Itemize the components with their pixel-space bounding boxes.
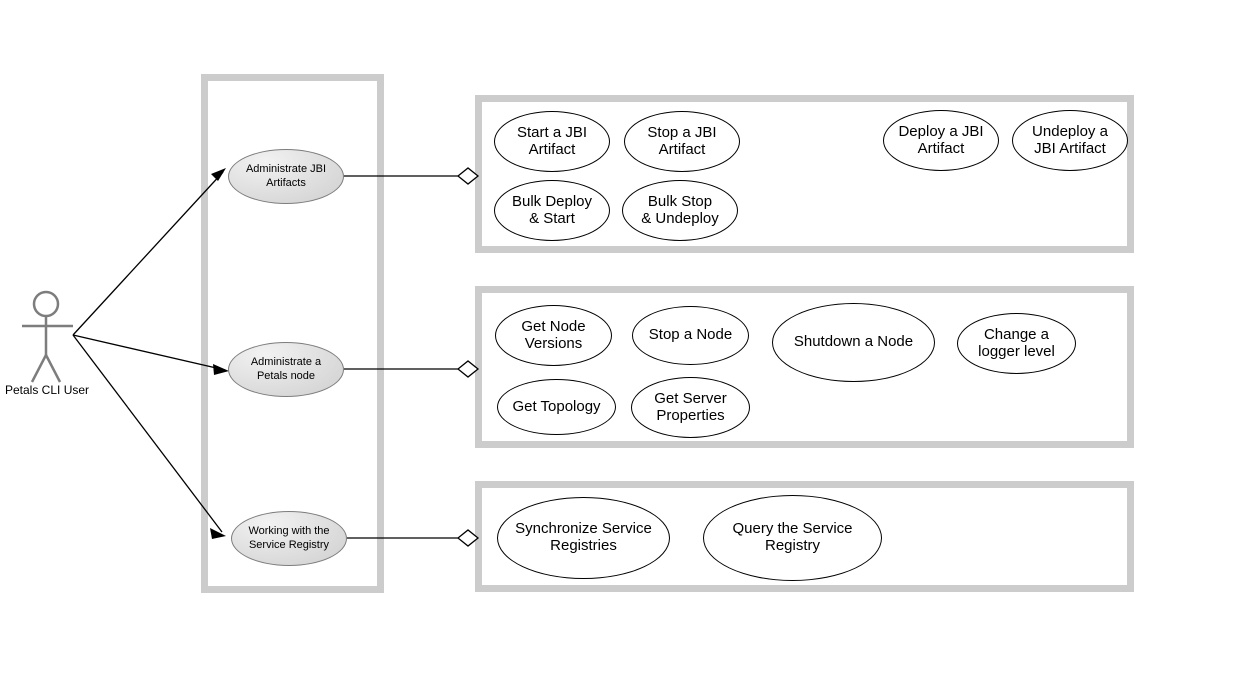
use-case-label: Stop a Node <box>648 326 733 344</box>
use-case-stop-a-node[interactable]: Stop a Node <box>632 306 749 365</box>
use-case-bulk-stop-and-undeploy[interactable]: Bulk Stop & Undeploy <box>622 180 738 241</box>
use-case-label: Deploy a JBI Artifact <box>898 122 984 157</box>
use-case-label: Stop a JBI Artifact <box>647 123 717 158</box>
use-case-label: Query the Service Registry <box>732 520 853 554</box>
use-case-label: Get Node Versions <box>521 317 586 352</box>
use-case-query-the-service-registry[interactable]: Query the Service Registry <box>703 495 882 581</box>
use-case-undeploy-a-jbi-artifact[interactable]: Undeploy a JBI Artifact <box>1012 110 1128 171</box>
use-case-label: Change a logger level <box>978 325 1055 360</box>
use-case-start-a-jbi-artifact[interactable]: Start a JBI Artifact <box>494 111 610 172</box>
use-case-get-topology[interactable]: Get Topology <box>497 379 616 435</box>
use-case-get-node-versions[interactable]: Get Node Versions <box>495 305 612 366</box>
use-case-label: Administrate JBI Artifacts <box>245 163 327 189</box>
actor-association-lines <box>72 171 226 533</box>
use-case-label: Working with the Service Registry <box>248 525 330 551</box>
actor-use-cases-package <box>201 74 384 593</box>
use-case-bulk-deploy-and-start[interactable]: Bulk Deploy & Start <box>494 180 610 241</box>
use-case-working-with-the-service-registry[interactable]: Working with the Service Registry <box>231 511 347 566</box>
petals-node-package <box>475 286 1134 448</box>
use-case-label: Bulk Stop & Undeploy <box>641 192 719 227</box>
aggregation-lines <box>344 175 458 539</box>
use-case-label: Bulk Deploy & Start <box>511 192 593 227</box>
use-case-synchronize-service-registries[interactable]: Synchronize Service Registries <box>497 497 670 579</box>
use-case-label: Undeploy a JBI Artifact <box>1032 122 1108 157</box>
stick-figure-actor-icon <box>22 290 73 383</box>
use-case-change-a-logger-level[interactable]: Change a logger level <box>957 313 1076 374</box>
service-registry-package <box>475 481 1134 592</box>
use-case-label: Shutdown a Node <box>793 333 914 351</box>
use-case-label: Get Topology <box>512 397 601 415</box>
actor-association-arrowheads <box>210 168 229 539</box>
aggregation-diamonds <box>456 167 480 547</box>
use-case-administrate-a-petals-node[interactable]: Administrate a Petals node <box>228 342 344 397</box>
use-case-administrate-jbi-artifacts[interactable]: Administrate JBI Artifacts <box>228 149 344 204</box>
use-case-label: Administrate a Petals node <box>250 356 322 382</box>
use-case-label: Start a JBI Artifact <box>516 123 588 158</box>
actor-label: Petals CLI User <box>5 383 90 397</box>
use-case-label: Synchronize Service Registries <box>515 520 652 554</box>
jbi-artifacts-package <box>475 95 1134 253</box>
use-case-stop-a-jbi-artifact[interactable]: Stop a JBI Artifact <box>624 111 740 172</box>
use-case-label: Get Server Properties <box>654 389 727 424</box>
use-case-deploy-a-jbi-artifact[interactable]: Deploy a JBI Artifact <box>883 110 999 171</box>
use-case-shutdown-a-node[interactable]: Shutdown a Node <box>772 303 935 382</box>
use-case-get-server-properties[interactable]: Get Server Properties <box>631 377 750 438</box>
